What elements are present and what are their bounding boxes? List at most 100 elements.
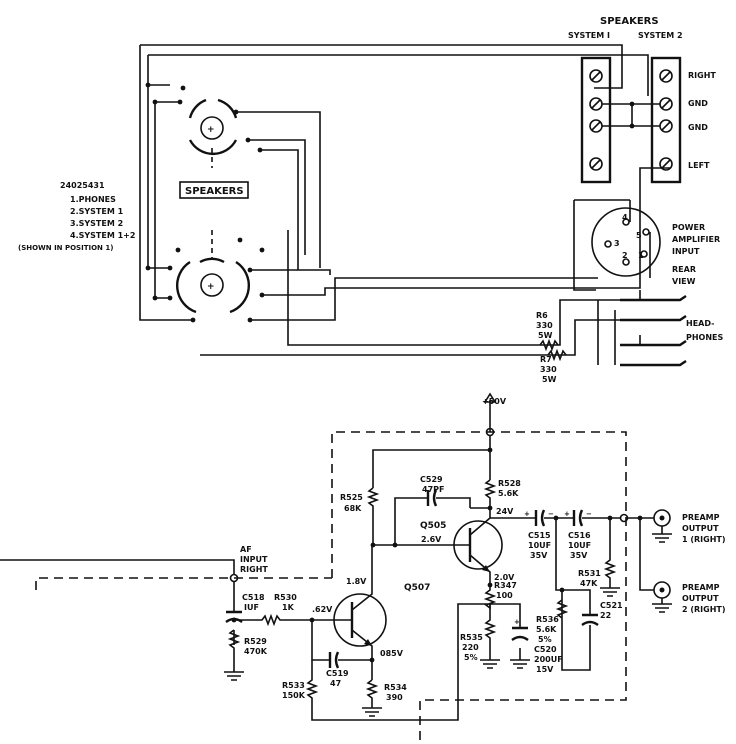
r6-value: 330 xyxy=(536,321,553,330)
input-shield xyxy=(35,577,332,590)
wire-left-inner xyxy=(147,85,170,269)
preamp-section: +50V R525 68K R528 5.6K C529 47PF Q505 2… xyxy=(0,392,726,740)
r528-label: R528 xyxy=(498,479,521,488)
switch-wafer-upper: + xyxy=(145,82,263,168)
r6-symbol xyxy=(539,338,559,352)
din-view-line2: VIEW xyxy=(672,277,696,286)
jack-sleeves xyxy=(597,300,616,365)
c521-symbol xyxy=(581,613,599,626)
r525-symbol xyxy=(366,487,380,545)
wire-din-1 xyxy=(573,200,596,291)
svg-text:+: + xyxy=(514,618,520,626)
wire-top-rt xyxy=(236,111,321,268)
din-label-line1: POWER xyxy=(672,223,705,232)
input-wire xyxy=(0,559,235,575)
terminal-right-label: RIGHT xyxy=(688,71,716,80)
r529-label: R529 xyxy=(244,637,267,646)
svg-text:+: + xyxy=(207,125,215,135)
jack-contacts xyxy=(620,295,687,367)
svg-text:+: + xyxy=(207,282,215,292)
r530-label: R530 xyxy=(274,593,297,602)
switch-label-box xyxy=(179,181,249,199)
out1-line1: PREAMP xyxy=(682,513,720,522)
c529-symbol xyxy=(426,489,438,507)
r7-label: R7 xyxy=(540,355,552,364)
switch-wafer-lower: + xyxy=(145,230,265,323)
wire-r7 xyxy=(200,319,640,356)
terminal-gnd1-label: GND xyxy=(688,99,708,108)
c515-symbol xyxy=(534,509,546,527)
c520-label: C520 xyxy=(534,645,557,654)
r525-value: 68K xyxy=(344,504,362,513)
r535-symbol xyxy=(483,604,497,660)
headphones-label-1: HEAD- xyxy=(686,319,714,328)
c518-value: IUF xyxy=(244,603,259,612)
c516-rating: 35V xyxy=(570,551,588,560)
r533-label: R533 xyxy=(282,681,305,690)
r535-label: R535 xyxy=(460,633,483,642)
r536-label: R536 xyxy=(536,615,559,624)
switch-part-number: 24025431 xyxy=(60,181,105,190)
terminal-screws xyxy=(589,69,673,171)
din-pin-4: 4 xyxy=(622,213,628,222)
c521-label: C521 xyxy=(600,601,623,610)
input-label-1: AF xyxy=(240,545,252,554)
preamp-enclosure xyxy=(331,431,627,740)
r7-value: 330 xyxy=(540,365,557,374)
r530-symbol xyxy=(234,613,340,627)
c529-value: 47PF xyxy=(422,485,444,494)
c519-symbol xyxy=(328,651,340,669)
c519-label: C519 xyxy=(326,669,349,678)
svg-text:+: + xyxy=(564,510,570,518)
af-input-terminal xyxy=(229,573,239,583)
c529-label: C529 xyxy=(420,475,443,484)
wire-out-1 xyxy=(250,269,331,275)
switch-position-note: (SHOWN IN POSITION 1) xyxy=(18,244,113,252)
din-pin-2: 2 xyxy=(622,251,628,260)
headphone-section: HEAD- PHONES R6 330 5W R7 330 5W xyxy=(536,290,724,384)
terminal-strip-system2 xyxy=(650,56,682,184)
q505-label: Q505 xyxy=(420,521,446,531)
r534-label: R534 xyxy=(384,683,407,692)
din-pin-1: 1 xyxy=(638,251,644,260)
r6-rating: 5W xyxy=(538,331,553,340)
r531-symbol xyxy=(603,518,617,588)
svg-text:−: − xyxy=(548,510,554,518)
switch-position-4: 4.SYSTEM 1+2 xyxy=(70,231,135,240)
r529-value: 470K xyxy=(244,647,268,656)
input-label-3: RIGHT xyxy=(240,565,268,574)
terminal-gnd2-label: GND xyxy=(688,123,708,132)
r535-value: 220 xyxy=(462,643,479,652)
c521-value: 22 xyxy=(600,611,611,620)
c520-rating: 15V xyxy=(536,665,554,674)
r529-symbol xyxy=(227,629,241,672)
c518-label: C518 xyxy=(242,593,265,602)
c515-rating: 35V xyxy=(530,551,548,560)
r536-tol: 5% xyxy=(538,635,552,644)
din-connector: 4 3 5 2 1 POWER AMPLIFIER INPUT REAR VIE… xyxy=(591,200,720,286)
out2-line3: 2 (RIGHT) xyxy=(682,605,726,614)
r347-value: 100 xyxy=(496,591,513,600)
wire-supply-r525 xyxy=(372,436,491,488)
v-1-8: 1.8V xyxy=(346,577,367,586)
wire-left-spk xyxy=(262,167,670,296)
switch-position-2: 2.SYSTEM 1 xyxy=(70,207,124,216)
out2-line1: PREAMP xyxy=(682,583,720,592)
r534-value: 390 xyxy=(386,693,403,702)
terminal-strip-system1 xyxy=(580,56,612,184)
c520-symbol xyxy=(511,626,529,641)
r528-symbol xyxy=(483,479,497,508)
r535-tol: 5% xyxy=(464,653,478,662)
r7-rating: 5W xyxy=(542,375,557,384)
din-view-line1: REAR xyxy=(672,265,696,274)
out1-line3: 1 (RIGHT) xyxy=(682,535,726,544)
svg-text:−: − xyxy=(586,510,592,518)
r530-value: 1K xyxy=(282,603,295,612)
din-wires xyxy=(629,200,651,278)
v-085: 085V xyxy=(380,649,404,658)
c516-symbol xyxy=(572,509,584,527)
terminals-title: SPEAKERS xyxy=(600,16,659,27)
r533-value: 150K xyxy=(282,691,306,700)
r7-symbol xyxy=(547,348,567,362)
